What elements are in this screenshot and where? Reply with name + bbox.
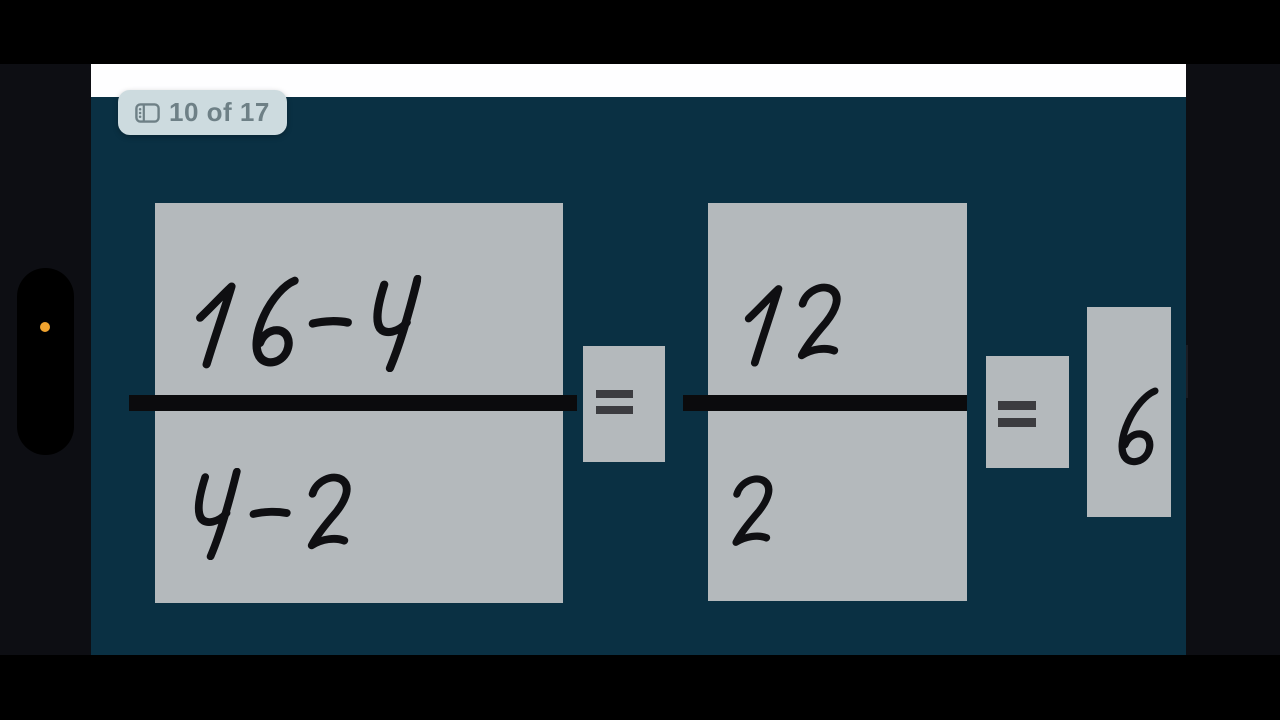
equals-card-2[interactable] (986, 356, 1069, 468)
equals-card-1[interactable] (583, 346, 665, 462)
equals-sign-icon (596, 390, 633, 398)
equals-sign-icon (998, 401, 1036, 410)
camera-indicator-dot (40, 322, 50, 332)
equals-sign-icon (596, 406, 633, 414)
result-card[interactable] (1087, 307, 1171, 517)
equals-sign-icon (998, 418, 1036, 427)
slide-counter-badge[interactable]: 10 of 17 (118, 90, 287, 135)
fraction-bar-right (683, 395, 967, 411)
fraction-bar-left (129, 395, 577, 411)
slides-panel-icon (135, 102, 160, 123)
camera-pill (17, 268, 74, 455)
slide-counter-label: 10 of 17 (169, 97, 270, 127)
right-bezel (1186, 64, 1280, 655)
whiteboard-canvas[interactable] (91, 97, 1186, 655)
